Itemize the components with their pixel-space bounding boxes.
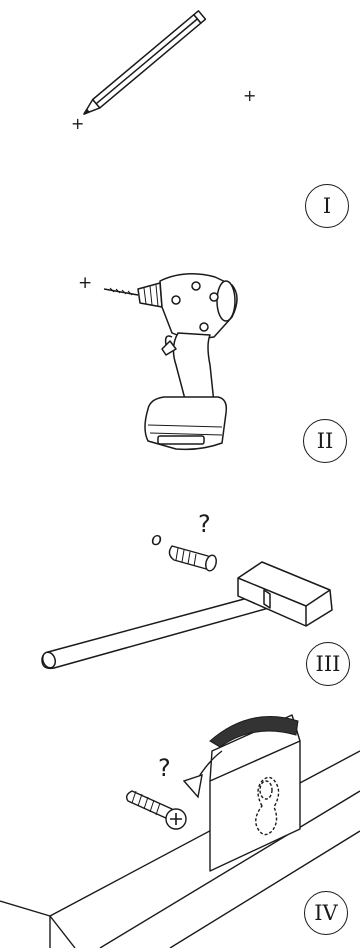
step-panel-2: + II [0,237,360,474]
step-panel-4: ? IV [0,711,360,948]
hammer-icon [41,561,333,670]
step-number-badge: III [306,642,350,686]
step-number-badge: IV [304,891,348,935]
mark-circle: o [151,529,163,550]
step-number-badge: I [305,184,349,228]
step-panel-1: + + I [0,0,360,237]
screw-icon [125,790,187,830]
mark-question-2: ? [158,754,171,782]
bracket-icon [0,714,360,948]
step-number-badge: II [303,419,347,463]
cordless-drill-icon [103,273,238,451]
wall-plug-icon [168,545,217,572]
mark-plus-2: + [243,86,257,105]
mark-plus-1: + [71,114,85,133]
pencil-icon [83,10,207,115]
mark-question-1: ? [198,510,211,538]
mark-plus-3: + [78,273,93,293]
curved-arrow-icon [182,716,299,799]
step-panel-3: o ? III [0,474,360,711]
